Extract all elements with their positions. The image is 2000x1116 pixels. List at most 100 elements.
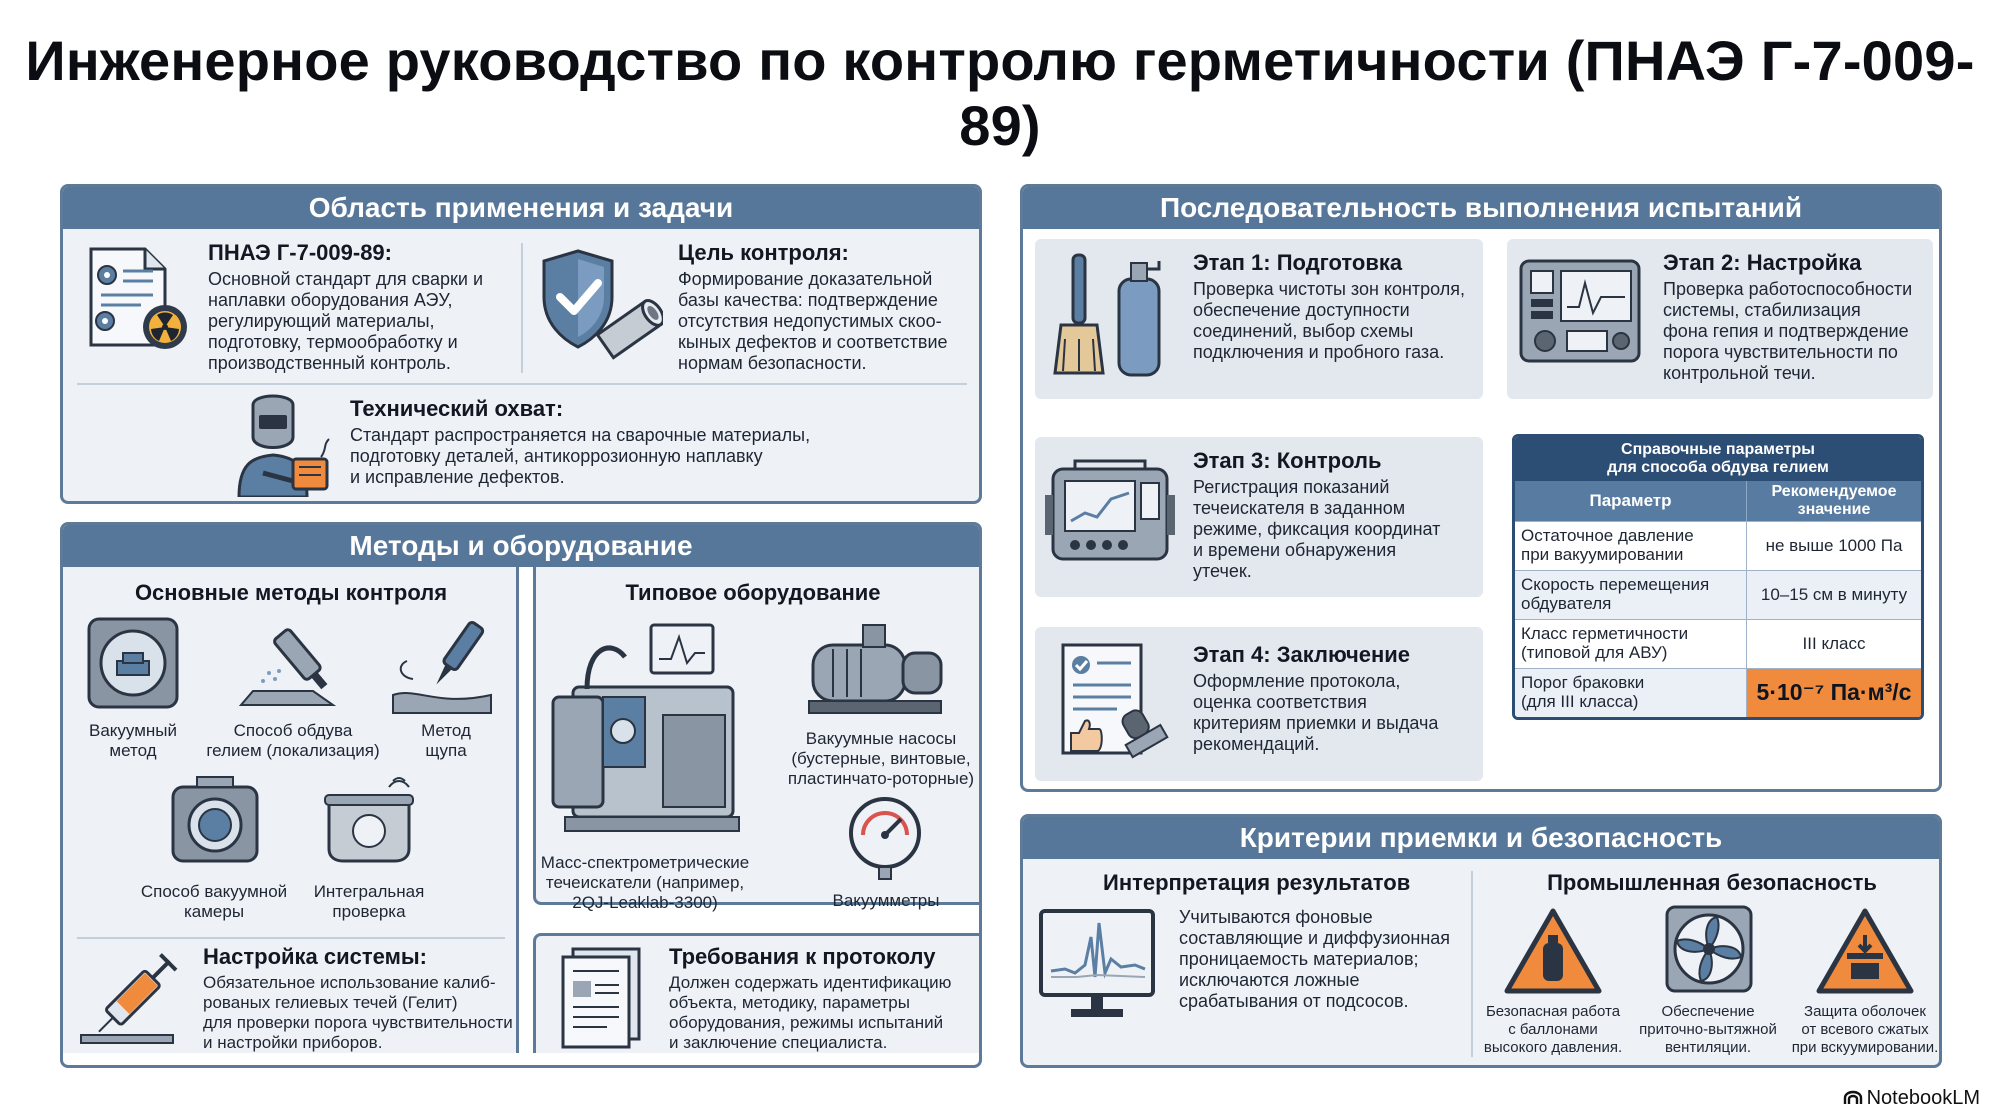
table-cell-param: Остаточное давление при вакуумировании <box>1515 522 1747 570</box>
ventilation-fan-icon <box>1665 905 1753 993</box>
stage-3-line-1: Регистрация показаний <box>1193 477 1390 497</box>
pumps-line-2: (бустерные, винтовые, <box>791 749 971 768</box>
detector-line-2: течеискатели (например, <box>545 873 745 892</box>
table-row: Скорость перемещения обдувателя 10–15 см… <box>1515 570 1921 619</box>
shield-pipe-icon <box>542 249 663 360</box>
method-2-line-2: гелием (локализация) <box>206 741 380 760</box>
syringe-icon <box>80 953 178 1044</box>
row-4-param-line-1: Порог браковки <box>1521 673 1645 693</box>
setup-title: Настройка системы: <box>203 944 427 969</box>
helium-spray-icon <box>238 628 337 706</box>
stage-4-line-4: рекомендаций. <box>1193 734 1320 754</box>
criteria-divider-v <box>1471 871 1473 1057</box>
monitor-graph-icon <box>1039 909 1155 1017</box>
scope-panel: Область применения и задачи ПНАЭ Г-7-009… <box>60 184 982 504</box>
reference-parameters-table: Справочные параметры для способа обдува … <box>1512 434 1924 720</box>
standard-line-3: регулирующий материалы, <box>208 311 435 331</box>
ref-table-col-value-line-2: значение <box>1797 501 1871 518</box>
goal-line-2: базы качества: подтверждение <box>678 290 938 310</box>
criteria-panel: Критерии приемки и безопасность Интерпре… <box>1020 814 1942 1068</box>
coverage-title: Технический охват: <box>350 396 564 421</box>
safety-1-line-1: Безопасная работа <box>1485 1003 1621 1020</box>
safety-1-line-2: с баллонами <box>1508 1021 1598 1038</box>
stage-3-line-4: и времени обнаружения <box>1193 540 1397 560</box>
scope-divider-h <box>77 383 967 385</box>
vacuum-chamber-icon <box>87 617 179 709</box>
row-1-value: не выше 1000 Па <box>1765 535 1903 555</box>
method-3-line-1: Метод <box>421 721 471 740</box>
stage-3-title: Этап 3: Контроль <box>1193 448 1382 473</box>
methods-header: Методы и оборудование <box>63 525 979 567</box>
safety-1-line-3: высокого давления. <box>1483 1039 1623 1056</box>
setup-line-2: рованых гелиевых течей (Гелит) <box>203 993 458 1012</box>
detector-line-3: 2QJ-Leaklab-3300) <box>572 893 718 912</box>
stage-3-line-3: режиме, фиксация координат <box>1193 519 1441 539</box>
notebooklm-logo-icon <box>1843 1090 1862 1104</box>
stage-2-line-4: порога чувствительности по <box>1663 342 1898 362</box>
coverage-line-2: подготовку деталей, антикоррозионную нап… <box>350 446 763 466</box>
interpretation-line-2: составляющие и диффузионная <box>1179 928 1451 948</box>
stage-4-line-2: оценка соответствия <box>1193 692 1367 712</box>
standard-line-5: производственный контроль. <box>208 353 451 373</box>
row-2-param-line-1: Скорость перемещения <box>1521 575 1710 595</box>
stage-2-line-3: фона гепия и подтверждение <box>1663 321 1909 341</box>
vacuum-pump-icon <box>808 624 943 714</box>
safety-3-line-2: от всевого сжатых <box>1801 1021 1929 1038</box>
ref-table-title: Справочные параметры для способа обдува … <box>1515 437 1921 481</box>
scope-divider-v <box>521 243 523 373</box>
stage-2-title: Этап 2: Настройка <box>1663 250 1862 275</box>
standard-title: ПНАЭ Г-7-009-89: <box>208 240 392 265</box>
method-1-line-1: Вакуумный <box>88 721 178 740</box>
safety-3-line-1: Защита оболочек <box>1804 1003 1926 1020</box>
welder-icon <box>237 394 330 497</box>
stage-2-line-2: системы, стабилизация <box>1663 300 1861 320</box>
pumps-line-1: Вакуумные насосы <box>805 729 957 748</box>
detector-line-1: Масс-спектрометрические <box>540 853 750 872</box>
standard-document-icon <box>89 247 187 349</box>
scope-header: Область применения и задачи <box>63 187 979 229</box>
protocol-line-4: и заключение специалиста. <box>669 1033 888 1052</box>
table-cell-param: Скорость перемещения обдувателя <box>1515 571 1747 619</box>
interpretation-line-3: проницаемость материалов; <box>1179 949 1419 969</box>
brush-cylinder-icon <box>1053 253 1161 377</box>
method-2-line-1: Способ обдува <box>233 721 353 740</box>
methods-panel: Методы и оборудование Основные методы ко… <box>60 522 982 1068</box>
row-3-param-line-2: (типовой для АВУ) <box>1521 643 1668 662</box>
stage-2-line-1: Проверка работоспособности <box>1663 279 1913 299</box>
integral-check-icon <box>324 777 414 863</box>
table-row: Класс герметичности (типовой для АВУ) II… <box>1515 619 1921 668</box>
stage-1-line-4: подключения и пробного газа. <box>1193 342 1445 362</box>
ref-table-title-line-1: Справочные параметры <box>1621 441 1815 458</box>
method-1-line-2: метод <box>109 741 157 760</box>
method-4-line-1: Способ вакуумной <box>140 882 288 901</box>
stage-1-card <box>1035 239 1483 399</box>
stage-2-line-5: контрольной течи. <box>1663 363 1816 383</box>
method-4-line-2: камеры <box>183 902 245 921</box>
reject-threshold-value: 5·10⁻⁷ Па·м³/с <box>1747 669 1921 717</box>
coverage-line-3: и исправление дефектов. <box>350 467 565 487</box>
conclusion-document-icon <box>1061 643 1169 759</box>
safety-3-line-3: при вскуумировании. <box>1791 1039 1939 1056</box>
stage-3-line-2: течеискателя в заданном <box>1193 498 1406 518</box>
vacuum-gauge-icon <box>849 797 921 880</box>
stage-1-line-2: обеспечение доступности <box>1193 300 1410 320</box>
ref-table-col-value-line-1: Рекомендуемое <box>1771 483 1897 501</box>
equipment-title: Типовое оборудование <box>625 580 881 605</box>
row-2-param-line-2: обдувателя <box>1521 594 1612 613</box>
safety-2-line-3: вентиляции. <box>1664 1039 1752 1056</box>
stage-3-line-5: утечек. <box>1193 561 1252 581</box>
method-3-line-2: щупа <box>425 741 467 760</box>
row-3-param-line-1: Класс герметичности <box>1521 624 1689 644</box>
protocol-document-icon <box>561 947 641 1049</box>
control-unit-icon <box>1519 259 1641 363</box>
ref-table-col-param: Параметр <box>1515 481 1747 521</box>
stage-1-title: Этап 1: Подготовка <box>1193 250 1403 275</box>
compression-warning-icon <box>1816 908 1914 994</box>
setup-line-3: для проверки порога чувствительности <box>203 1013 513 1032</box>
main-methods-title: Основные методы контроля <box>134 580 448 605</box>
protocol-line-2: объекта, методику, параметры <box>669 993 910 1012</box>
protocol-title: Требования к протоколу <box>669 944 936 969</box>
page-title: Инженерное руководство по контролю герме… <box>25 29 1975 157</box>
setup-line-4: и настройки приборов. <box>203 1033 383 1052</box>
ref-table-col-value: Рекомендуемое значение <box>1747 481 1921 521</box>
